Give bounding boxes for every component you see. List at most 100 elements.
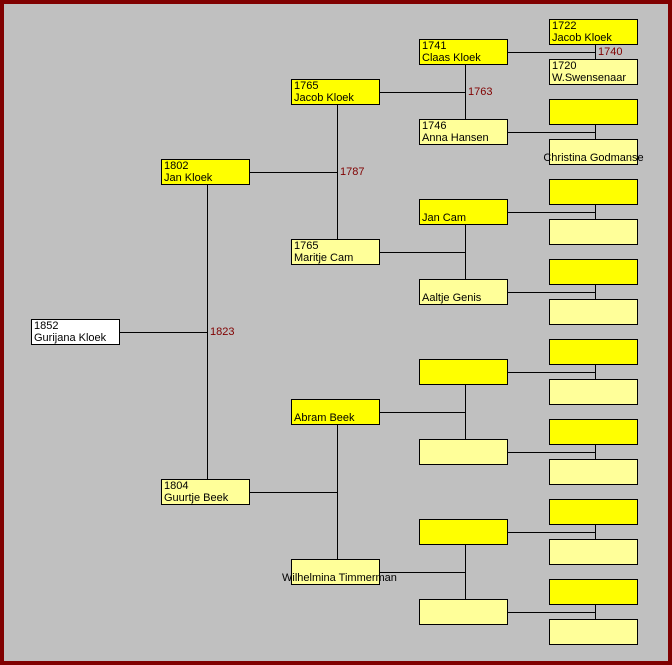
person-name — [420, 532, 507, 544]
birth-year — [420, 520, 507, 532]
person-name — [550, 472, 637, 484]
person-box[interactable] — [549, 419, 638, 445]
person-box[interactable] — [549, 619, 638, 645]
birth-year: 1741 — [422, 40, 447, 52]
birth-year: 1765 — [294, 80, 319, 92]
person-name: Jan Kloek — [164, 172, 213, 184]
person-name: Jacob Kloek — [552, 32, 612, 44]
person-box[interactable]: Aaltje Genis — [419, 279, 508, 305]
person-name — [550, 552, 637, 564]
birth-year — [550, 580, 637, 592]
couple-line — [465, 64, 466, 119]
person-box[interactable] — [419, 519, 508, 545]
person-box[interactable] — [419, 439, 508, 465]
couple-line — [595, 124, 596, 139]
connector-line — [507, 532, 595, 533]
person-box[interactable] — [549, 179, 638, 205]
connector-line — [507, 52, 595, 53]
couple-line — [337, 104, 338, 239]
person-name: Guurtje Beek — [164, 492, 229, 504]
person-box[interactable] — [549, 459, 638, 485]
marriage-year: 1787 — [340, 166, 365, 178]
birth-year: 1802 — [164, 160, 189, 172]
birth-year — [550, 380, 637, 392]
person-box[interactable] — [549, 219, 638, 245]
person-box[interactable] — [549, 259, 638, 285]
person-name — [550, 312, 637, 324]
person-box[interactable]: Jan Cam — [419, 199, 508, 225]
couple-line — [595, 444, 596, 459]
birth-year — [550, 500, 637, 512]
person-box[interactable] — [549, 579, 638, 605]
person-name: Anna Hansen — [422, 132, 489, 144]
connector-line — [507, 292, 595, 293]
person-name — [550, 232, 637, 244]
birth-year — [550, 460, 637, 472]
birth-year — [420, 600, 507, 612]
person-name — [550, 192, 637, 204]
birth-year: 1746 — [422, 120, 447, 132]
person-name — [550, 352, 637, 364]
birth-year — [292, 560, 379, 572]
couple-line — [337, 424, 338, 559]
person-name: Christina Godmanse — [543, 152, 644, 164]
connector-line — [507, 372, 595, 373]
connector-line — [249, 172, 337, 173]
person-name: Wilhelmina Timmerman — [282, 572, 397, 584]
person-name: Jacob Kloek — [294, 92, 354, 104]
couple-line — [595, 284, 596, 299]
birth-year — [292, 400, 379, 412]
connector-line — [249, 492, 337, 493]
connector-line — [379, 252, 465, 253]
person-name — [550, 592, 637, 604]
connector-line — [507, 132, 595, 133]
person-name — [420, 372, 507, 384]
connector-line — [379, 92, 465, 93]
birth-year: 1765 — [294, 240, 319, 252]
person-name — [550, 432, 637, 444]
couple-line — [465, 384, 466, 439]
person-box[interactable]: Christina Godmanse — [543, 139, 644, 165]
person-box[interactable] — [549, 379, 638, 405]
couple-line — [595, 204, 596, 219]
person-box[interactable] — [549, 299, 638, 325]
marriage-year: 1823 — [210, 326, 235, 338]
person-box[interactable] — [419, 599, 508, 625]
birth-year — [420, 360, 507, 372]
person-box[interactable] — [549, 99, 638, 125]
person-box[interactable] — [549, 539, 638, 565]
couple-line — [595, 44, 596, 59]
person-box[interactable] — [549, 339, 638, 365]
birth-year — [550, 620, 637, 632]
person-name: Maritje Cam — [294, 252, 354, 264]
birth-year: 1722 — [552, 20, 577, 32]
marriage-year: 1763 — [468, 86, 493, 98]
connector-line — [119, 332, 207, 333]
birth-year — [550, 300, 637, 312]
person-name — [420, 452, 507, 464]
person-box[interactable]: Abram Beek — [291, 399, 380, 425]
connector-line — [507, 452, 595, 453]
person-box[interactable] — [549, 499, 638, 525]
couple-line — [465, 544, 466, 599]
person-box[interactable]: Wilhelmina Timmerman — [282, 559, 397, 585]
person-name — [550, 392, 637, 404]
couple-line — [595, 364, 596, 379]
connector-line — [379, 412, 465, 413]
couple-line — [595, 604, 596, 619]
birth-year — [420, 200, 507, 212]
person-name — [420, 612, 507, 624]
couple-line — [207, 184, 208, 479]
person-name — [550, 512, 637, 524]
person-box[interactable] — [419, 359, 508, 385]
